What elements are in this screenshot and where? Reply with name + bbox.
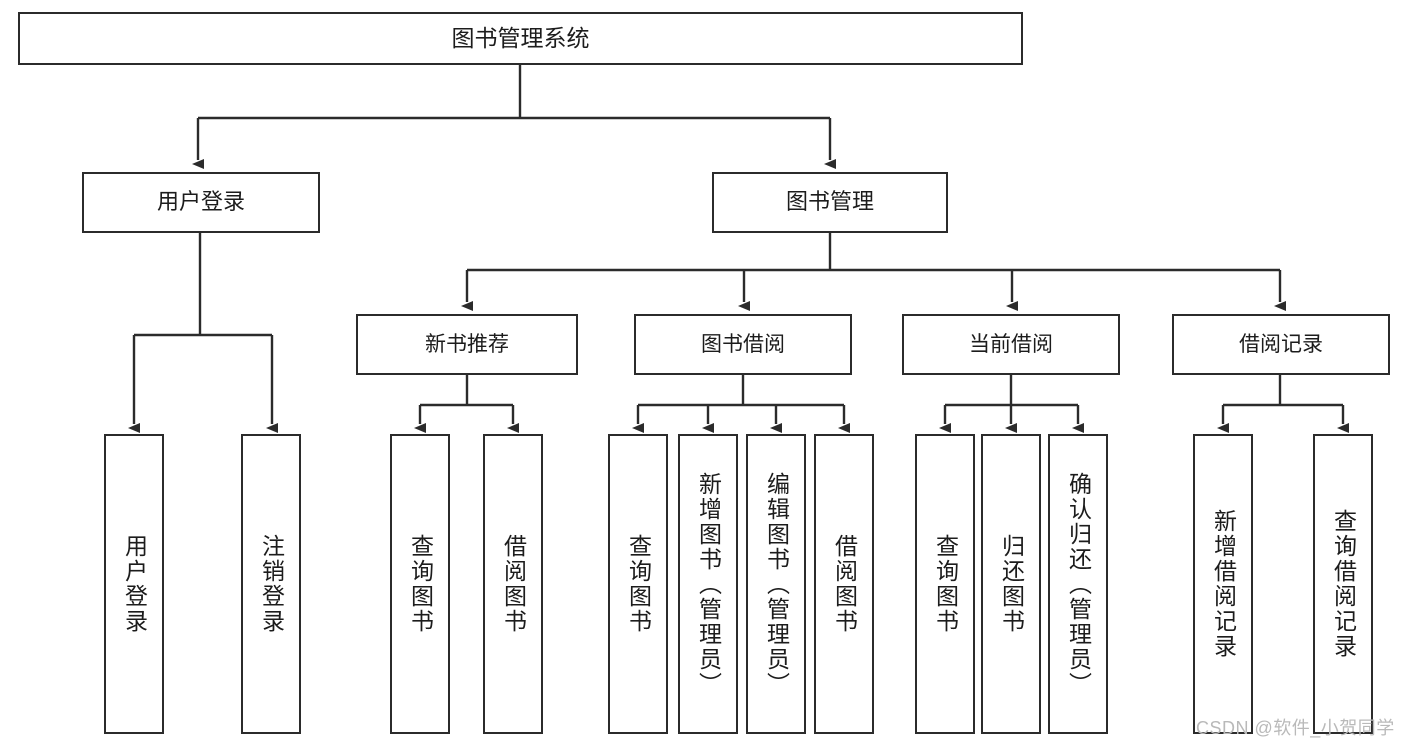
node-current-borrow-label: 当前借阅: [969, 332, 1053, 356]
leaf-current-query-book[interactable]: 查询图书: [915, 434, 975, 734]
node-current-borrow[interactable]: 当前借阅: [902, 314, 1120, 375]
leaf-borrow-query-book-label: 查询图书: [625, 534, 652, 634]
leaf-borrow-add-book-label: 新增图书（管理员）: [695, 471, 722, 697]
node-borrow-record[interactable]: 借阅记录: [1172, 314, 1390, 375]
leaf-borrow-add-book[interactable]: 新增图书（管理员）: [678, 434, 738, 734]
leaf-borrow-query-book[interactable]: 查询图书: [608, 434, 668, 734]
leaf-new-book-query[interactable]: 查询图书: [390, 434, 450, 734]
csdn-watermark: CSDN @软件_小贺同学: [1196, 718, 1395, 738]
leaf-record-add[interactable]: 新增借阅记录: [1193, 434, 1253, 734]
leaf-user-login-signin-label: 用户登录: [121, 534, 148, 634]
leaf-borrow-borrow-book-label: 借阅图书: [831, 534, 858, 634]
leaf-user-login-signout[interactable]: 注销登录: [241, 434, 301, 734]
node-book-management[interactable]: 图书管理: [712, 172, 948, 233]
node-root-label: 图书管理系统: [451, 24, 590, 51]
leaf-record-query-label: 查询借阅记录: [1330, 509, 1357, 659]
node-new-book-recommend-label: 新书推荐: [425, 332, 509, 356]
leaf-new-book-borrow-label: 借阅图书: [500, 534, 527, 634]
leaf-borrow-edit-book[interactable]: 编辑图书（管理员）: [746, 434, 806, 734]
leaf-user-login-signin[interactable]: 用户登录: [104, 434, 164, 734]
leaf-borrow-edit-book-label: 编辑图书（管理员）: [763, 471, 790, 697]
leaf-new-book-query-label: 查询图书: [407, 534, 434, 634]
leaf-record-query[interactable]: 查询借阅记录: [1313, 434, 1373, 734]
node-root[interactable]: 图书管理系统: [18, 12, 1023, 65]
leaf-current-query-book-label: 查询图书: [932, 534, 959, 634]
leaf-current-confirm-return-label: 确认归还（管理员）: [1065, 471, 1092, 697]
node-new-book-recommend[interactable]: 新书推荐: [356, 314, 578, 375]
leaf-new-book-borrow[interactable]: 借阅图书: [483, 434, 543, 734]
leaf-current-return-book[interactable]: 归还图书: [981, 434, 1041, 734]
leaf-record-add-label: 新增借阅记录: [1210, 509, 1237, 659]
leaf-user-login-signout-label: 注销登录: [258, 534, 285, 634]
leaf-current-confirm-return[interactable]: 确认归还（管理员）: [1048, 434, 1108, 734]
leaf-borrow-borrow-book[interactable]: 借阅图书: [814, 434, 874, 734]
node-book-management-label: 图书管理: [785, 189, 874, 215]
node-user-login-label: 用户登录: [156, 189, 245, 215]
node-book-borrow-label: 图书借阅: [701, 332, 785, 356]
node-borrow-record-label: 借阅记录: [1239, 332, 1323, 356]
node-book-borrow[interactable]: 图书借阅: [634, 314, 852, 375]
leaf-current-return-book-label: 归还图书: [998, 534, 1025, 634]
node-user-login[interactable]: 用户登录: [82, 172, 320, 233]
